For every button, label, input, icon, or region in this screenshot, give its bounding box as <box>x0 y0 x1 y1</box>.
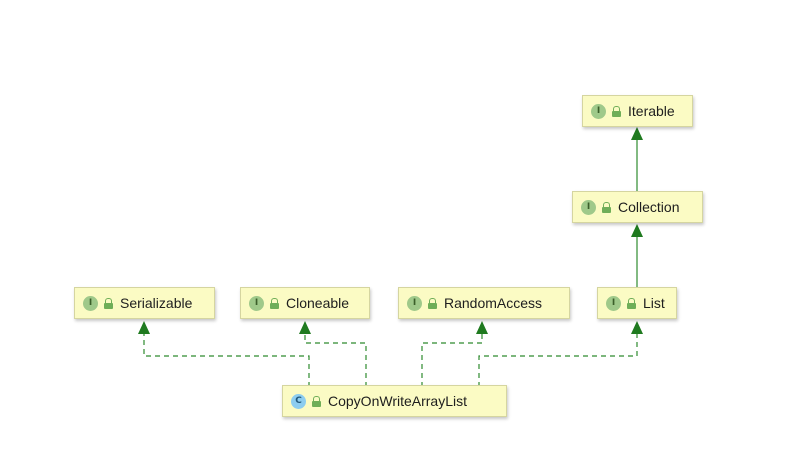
interface-icon: I <box>606 295 621 311</box>
node-label: Collection <box>618 199 680 215</box>
interface-icon: I <box>407 295 422 311</box>
lock-icon <box>104 297 113 309</box>
arrowhead-cloneable <box>299 321 311 334</box>
edge-cowal-randomaccess <box>421 334 483 387</box>
node-label: Cloneable <box>286 295 350 311</box>
interface-icon: I <box>83 295 98 311</box>
lock-icon <box>612 105 621 117</box>
node-label: List <box>643 295 665 311</box>
node-iterable[interactable]: I Iterable <box>582 95 693 127</box>
node-randomaccess[interactable]: I RandomAccess <box>398 287 570 319</box>
arrowhead-randomaccess <box>476 321 488 334</box>
lock-icon <box>627 297 636 309</box>
interface-icon: I <box>581 199 596 215</box>
lock-icon <box>602 201 611 213</box>
interface-icon: I <box>591 103 606 119</box>
arrowhead-list <box>631 321 643 334</box>
edge-cowal-serializable <box>143 334 310 387</box>
edge-cowal-list <box>478 334 638 387</box>
class-icon: C <box>291 393 306 409</box>
node-label: Iterable <box>628 103 675 119</box>
node-label: CopyOnWriteArrayList <box>328 393 468 409</box>
lock-icon <box>270 297 279 309</box>
interface-icon: I <box>249 295 264 311</box>
arrowhead-serializable <box>138 321 150 334</box>
edge-cowal-cloneable <box>304 334 367 387</box>
lock-icon <box>428 297 437 309</box>
node-label: Serializable <box>120 295 193 311</box>
lock-icon <box>312 395 321 407</box>
node-cloneable[interactable]: I Cloneable <box>240 287 370 319</box>
node-list[interactable]: I List <box>597 287 677 319</box>
node-label: RandomAccess <box>444 295 543 311</box>
arrowhead-collection <box>631 224 643 237</box>
node-copyonwritearraylist[interactable]: C CopyOnWriteArrayList <box>282 385 507 417</box>
node-serializable[interactable]: I Serializable <box>74 287 215 319</box>
node-collection[interactable]: I Collection <box>572 191 703 223</box>
arrowhead-iterable <box>631 127 643 140</box>
